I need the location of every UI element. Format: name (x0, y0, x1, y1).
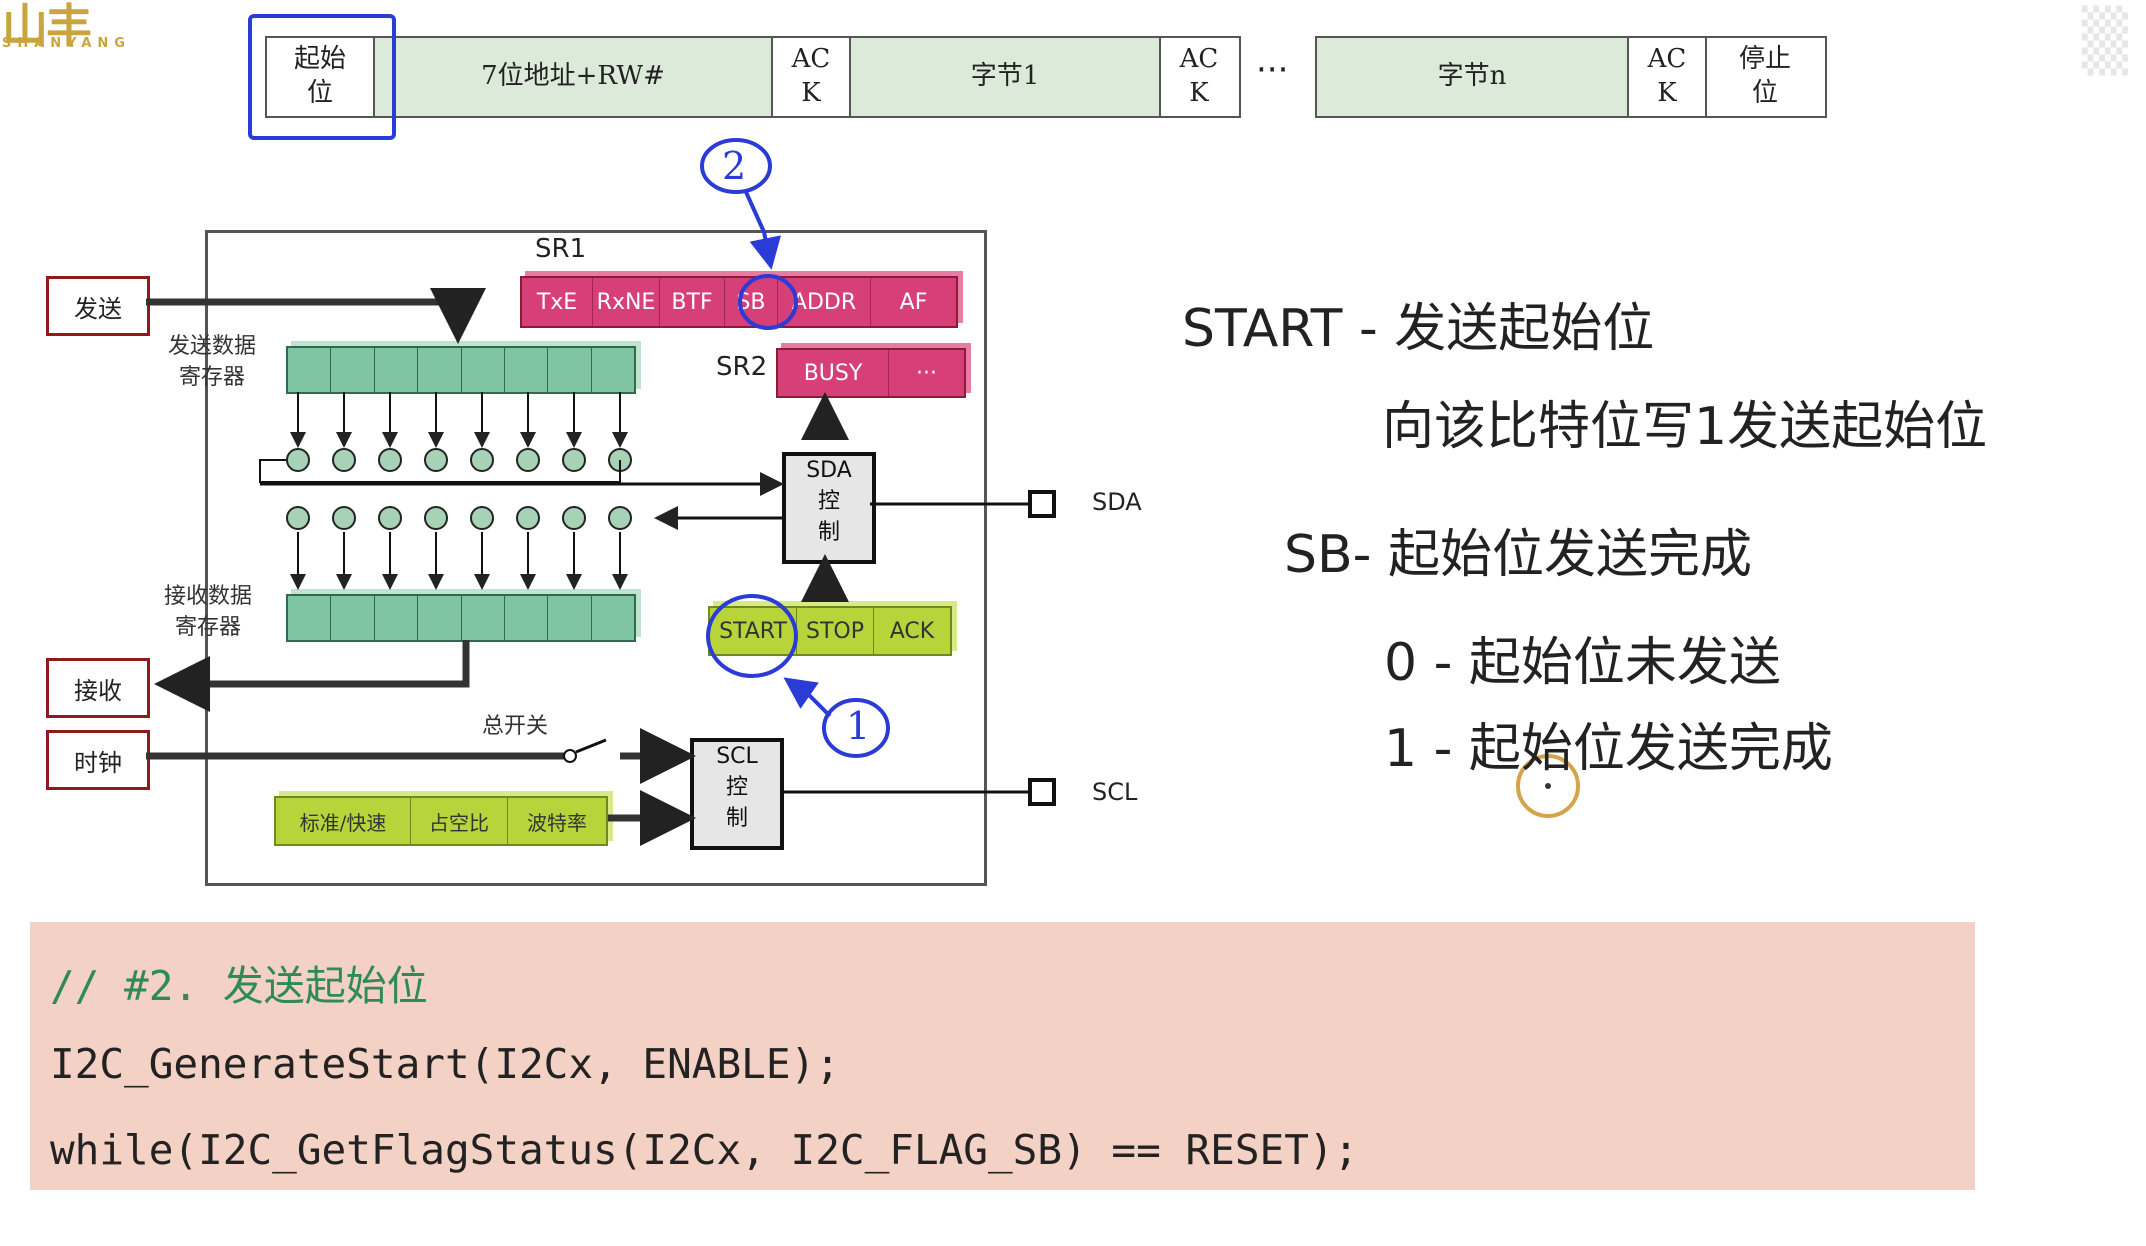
bit-txe: TxE (522, 278, 593, 326)
bit-duty: 占空比 (411, 798, 508, 844)
frame-byte-n: 字节n (1317, 38, 1629, 116)
frame-start-bit: 起始 位 (267, 38, 375, 116)
watermark-icon: ▒ (2081, 6, 2128, 76)
master-switch-label: 总开关 (482, 714, 549, 739)
i2c-frame-part1: 起始 位 7位地址+RW# AC K 字节1 AC K (265, 36, 1241, 118)
recv-data-register-label: 接收数据 寄存器 (164, 584, 253, 640)
scl-pin-label: SCL (1092, 778, 1138, 806)
bit-busy: BUSY (778, 350, 889, 396)
sr1-label: SR1 (535, 234, 587, 264)
sda-control-block: SDA 控 制 (782, 452, 876, 564)
explain-start: START - 发送起始位 (1182, 299, 1655, 359)
bit-baud: 波特率 (527, 810, 587, 835)
sda-pin-square (1028, 490, 1056, 518)
mark1-arrow (783, 677, 832, 718)
start-bit-highlight (248, 14, 396, 140)
sda-pin-label: SDA (1092, 488, 1142, 516)
code-snippet: // #2. 发送起始位 I2C_GenerateStart(I2Cx, ENA… (30, 922, 1975, 1190)
bit-start: START (710, 608, 797, 654)
bit-ack: ACK (889, 618, 935, 644)
frame-byte-1: 字节1 (851, 38, 1161, 116)
logo-sub-text: SHANYANG (2, 36, 131, 51)
start-highlight (706, 594, 798, 678)
sr2-label: SR2 (716, 352, 768, 382)
send-data-register (286, 346, 636, 394)
bit-addr: ADDR (778, 278, 871, 326)
brand-logo: 山丰 SHANYANG (0, 0, 140, 60)
code-comment: // #2. 发送起始位 (50, 962, 428, 1010)
send-path-wire (146, 288, 486, 344)
frame-stop-bit: 停止 位 (1738, 44, 1791, 108)
explain-start-detail: 向该比特位写1发送起始位 (1382, 397, 1988, 457)
mark2-arrow (744, 191, 781, 270)
scl-pin-square (1028, 778, 1056, 806)
bit-af: AF (899, 289, 928, 315)
recv-pin: 接收 (46, 658, 150, 718)
frame-address: 7位地址+RW# (375, 38, 773, 116)
bit-btf: BTF (660, 278, 725, 326)
ctrl-register: START STOP ACK (708, 606, 952, 656)
cursor-indicator-icon (1516, 754, 1580, 818)
send-pin: 发送 (46, 276, 150, 336)
send-shift-cells (286, 448, 632, 472)
code-line-1: I2C_GenerateStart(I2Cx, ENABLE); (50, 1040, 840, 1088)
code-line-2: while(I2C_GetFlagStatus(I2Cx, I2C_FLAG_S… (50, 1126, 1359, 1174)
bit-rxne: RxNE (593, 278, 660, 326)
clock-pin: 时钟 (46, 730, 150, 790)
switch-contact (563, 749, 577, 763)
recv-shift-cells (286, 506, 632, 530)
send-out-wire (259, 459, 621, 483)
send-data-register-label: 发送数据 寄存器 (168, 334, 257, 390)
recv-data-register (286, 594, 636, 642)
recv-down-arrows (290, 532, 628, 590)
frame-ack-1: AC K (773, 38, 851, 116)
frame-ack-n: AC K (1629, 38, 1707, 116)
frame-ellipsis: ··· (1256, 50, 1289, 90)
mark1-circle (822, 698, 890, 758)
frame-ack-2: AC K (1179, 44, 1219, 108)
bit-std-fast: 标准/快速 (276, 798, 411, 844)
sb-highlight (738, 274, 798, 330)
recv-path-wire (154, 640, 470, 712)
bit-more: ··· (916, 360, 937, 386)
mark1-label: 1 (846, 704, 871, 748)
explain-sb-1: 1 - 起始位发送完成 (1384, 719, 1833, 779)
bit-stop: STOP (797, 608, 874, 654)
switch-lever (575, 738, 607, 754)
send-down-arrows (290, 392, 628, 448)
explain-sb-0: 0 - 起始位未发送 (1384, 633, 1781, 693)
i2c-frame-part2: 字节n AC K 停止 位 (1315, 36, 1827, 118)
explain-sb: SB- 起始位发送完成 (1284, 525, 1752, 585)
sr2-register: BUSY ··· (776, 348, 966, 398)
mark2-label: 2 (722, 144, 747, 188)
logo-main-text: 山丰 (2, 0, 92, 53)
clock-config-register: 标准/快速 占空比 波特率 (274, 796, 608, 846)
i2c-block-diagram (205, 230, 987, 886)
mark2-circle (700, 138, 772, 194)
